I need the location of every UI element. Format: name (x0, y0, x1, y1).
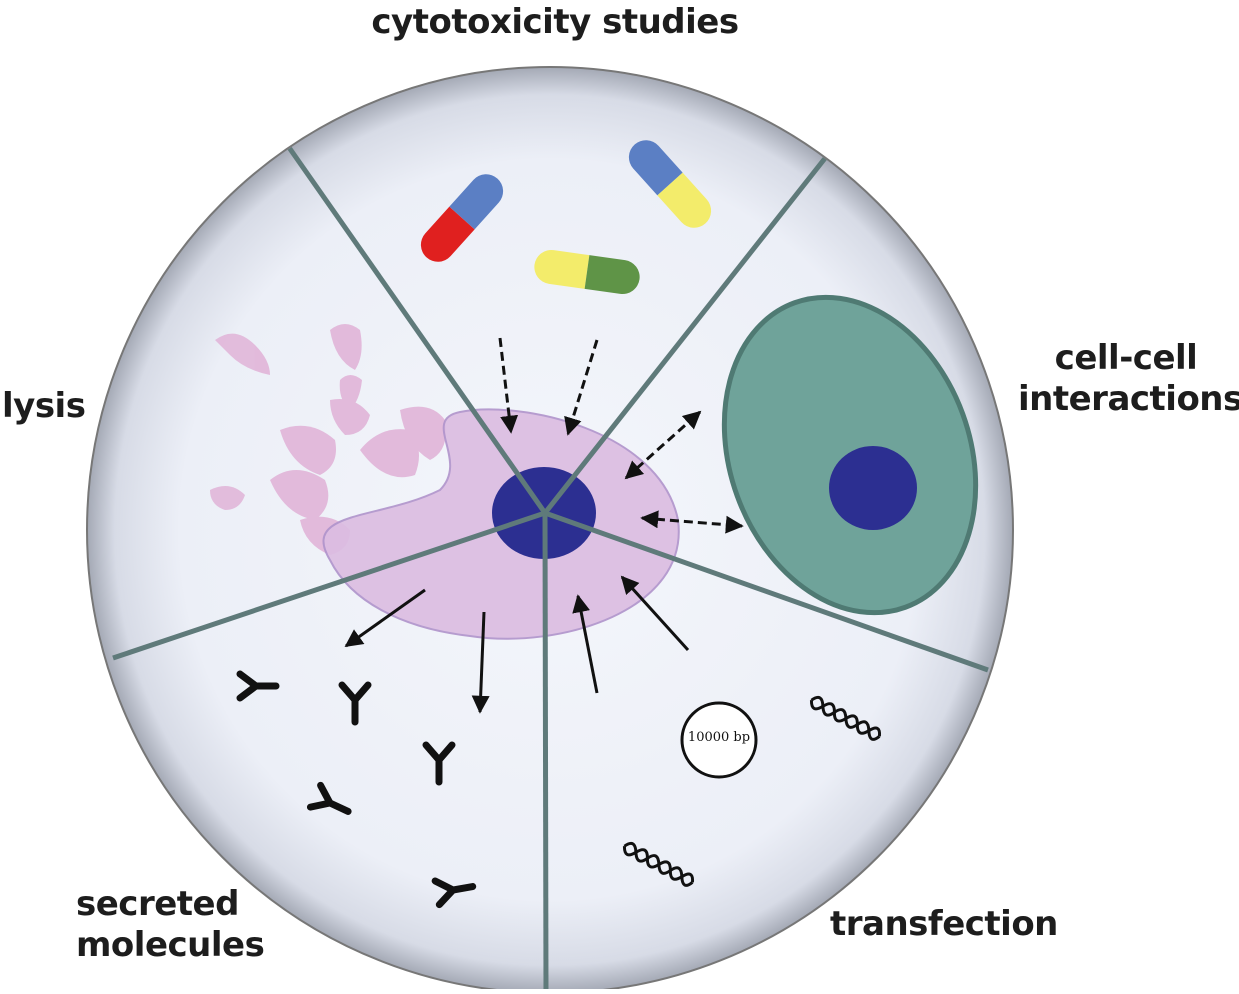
label-cell-cell-interactions: cell-cell interactions (1018, 338, 1239, 420)
solid-arrows (344, 575, 690, 714)
dna-helix-icon (809, 695, 882, 741)
antibody-icon (431, 877, 477, 909)
antibody-icon (422, 741, 456, 786)
antibodies (236, 670, 477, 909)
drug-capsule-2 (628, 140, 712, 228)
drug-capsule-1 (420, 174, 504, 262)
dashed-arrows (498, 337, 744, 534)
plasmid: 10000 bp (680, 701, 758, 779)
label-secreted-molecules: secreted molecules (76, 884, 265, 966)
drug-capsule-3 (534, 250, 640, 294)
sector-dividers (112, 144, 989, 992)
antibody-icon (338, 681, 372, 726)
neighbor-cell-nucleus (829, 446, 917, 530)
antibody-icon (236, 670, 280, 702)
label-cytotoxicity-studies: cytotoxicity studies (371, 2, 739, 42)
plasmid-label: 10000 bp (688, 730, 750, 745)
label-lysis: lysis (2, 386, 86, 426)
plasmid-icon (680, 701, 758, 779)
antibody-icon (306, 781, 352, 815)
dna-helix-icon (622, 841, 695, 887)
label-transfection: transfection (830, 904, 1058, 944)
neighbor-cell (721, 294, 979, 616)
